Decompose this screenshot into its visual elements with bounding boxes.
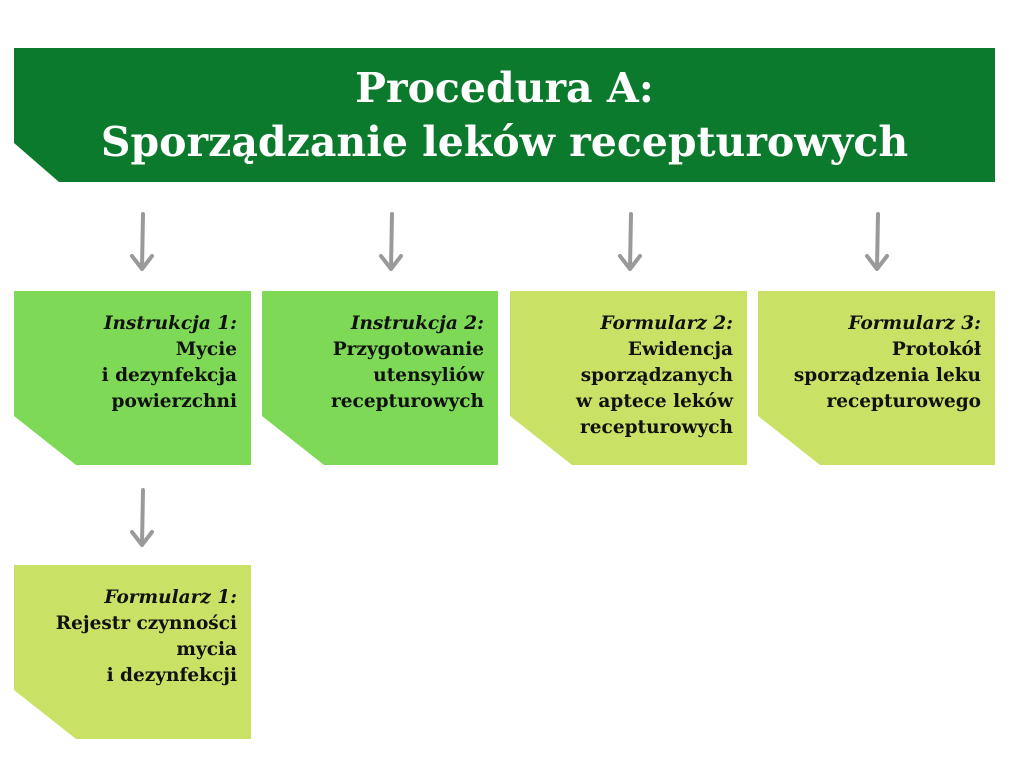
box-instrukcja-1: Instrukcja 1: Mycie i dezynfekcja powier… bbox=[14, 291, 251, 465]
box-label: Instrukcja 1: bbox=[103, 313, 237, 334]
box-text: Ewidencja sporządzanych w aptece leków r… bbox=[576, 339, 733, 438]
box-text: Protokół sporządzenia leku recepturowego bbox=[793, 339, 981, 412]
box-formularz-3: Formularz 3: Protokół sporządzenia leku … bbox=[758, 291, 995, 465]
box-formularz-2: Formularz 2: Ewidencja sporządzanych w a… bbox=[510, 291, 747, 465]
box-text: Przygotowanie utensyliów recepturowych bbox=[331, 339, 484, 412]
arrow-down-icon bbox=[130, 488, 154, 547]
box-label: Formularz 2: bbox=[600, 313, 733, 334]
banner-title-line-1: Procedura A: bbox=[355, 64, 654, 112]
banner-title-line-2: Sporządzanie leków recepturowych bbox=[100, 118, 909, 166]
arrow-down-icon bbox=[130, 212, 154, 271]
procedure-banner: Procedura A: Sporządzanie leków receptur… bbox=[14, 48, 995, 182]
box-label: Formularz 1: bbox=[104, 587, 237, 608]
arrow-down-icon bbox=[379, 212, 403, 271]
box-label: Instrukcja 2: bbox=[350, 313, 484, 334]
box-formularz-1: Formularz 1: Rejestr czynności mycia i d… bbox=[14, 565, 251, 739]
box-text: Mycie i dezynfekcja powierzchni bbox=[101, 339, 237, 412]
box-instrukcja-2: Instrukcja 2: Przygotowanie utensyliów r… bbox=[262, 291, 498, 465]
arrow-down-icon bbox=[865, 212, 889, 271]
arrow-down-icon bbox=[618, 212, 642, 271]
box-text: Rejestr czynności mycia i dezynfekcji bbox=[55, 613, 237, 686]
box-label: Formularz 3: bbox=[848, 313, 981, 334]
